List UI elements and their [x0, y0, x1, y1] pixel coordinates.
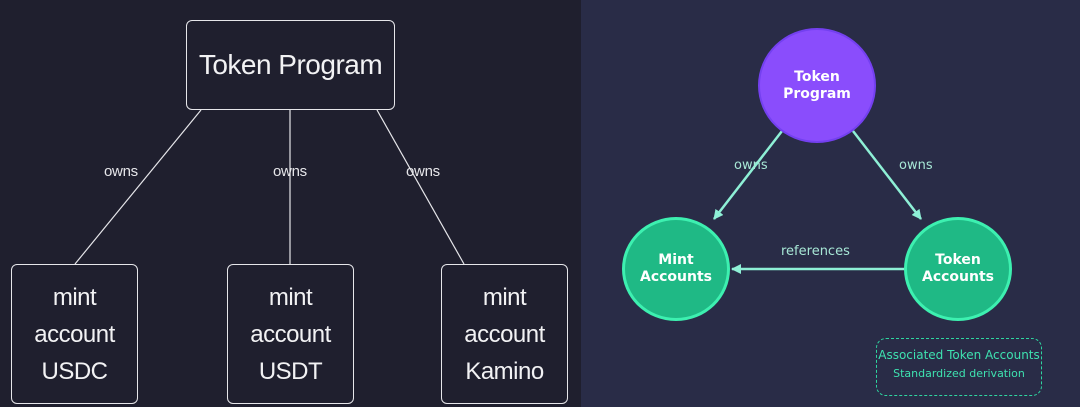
- edge-line-kamino: [376, 109, 465, 265]
- box-line: mint: [52, 283, 97, 311]
- hierarchy-connectors: [74, 109, 465, 265]
- node-line: Accounts: [639, 269, 712, 285]
- box-line: mint: [482, 283, 527, 311]
- mint-account-kamino-box: mint account Kamino: [441, 264, 568, 404]
- token-program-node: Token Program: [758, 28, 876, 143]
- box-line: USDC: [41, 357, 108, 385]
- box-line: USDT: [258, 357, 323, 385]
- edge-label-owns-usdt: owns: [273, 163, 307, 180]
- mint-accounts-node: Mint Accounts: [622, 217, 730, 321]
- mint-account-usdt-box: mint account USDT: [227, 264, 354, 404]
- token-program-label: Token Program: [198, 49, 383, 80]
- edge-label-owns-token: owns: [899, 158, 933, 173]
- ata-callout-title: Associated Token Accounts: [878, 348, 1040, 362]
- token-program-box: Token Program: [186, 20, 395, 110]
- node-line: Mint: [658, 252, 694, 268]
- edge-label-owns-usdc: owns: [104, 163, 138, 180]
- ata-callout-box: [876, 338, 1042, 396]
- edge-line-usdc: [74, 109, 202, 265]
- node-line: Accounts: [921, 269, 994, 285]
- mint-account-usdc-box: mint account USDC: [11, 264, 138, 404]
- box-line: account: [34, 320, 115, 348]
- ata-callout-subtitle: Standardized derivation: [893, 367, 1025, 380]
- edge-label-owns-mint: owns: [734, 158, 768, 173]
- edge-label-owns-kamino: owns: [406, 163, 440, 180]
- token-accounts-node: Token Accounts: [904, 217, 1012, 321]
- hierarchy-diagram-panel: Token Program owns owns owns mint accoun…: [11, 20, 568, 404]
- node-line: Token: [794, 68, 840, 85]
- box-line: mint: [268, 283, 313, 311]
- box-line: account: [250, 320, 331, 348]
- node-line: Program: [783, 85, 851, 102]
- node-line: Token: [935, 252, 981, 268]
- box-line: account: [464, 320, 545, 348]
- edge-label-references: references: [781, 244, 850, 259]
- box-line: Kamino: [465, 357, 544, 385]
